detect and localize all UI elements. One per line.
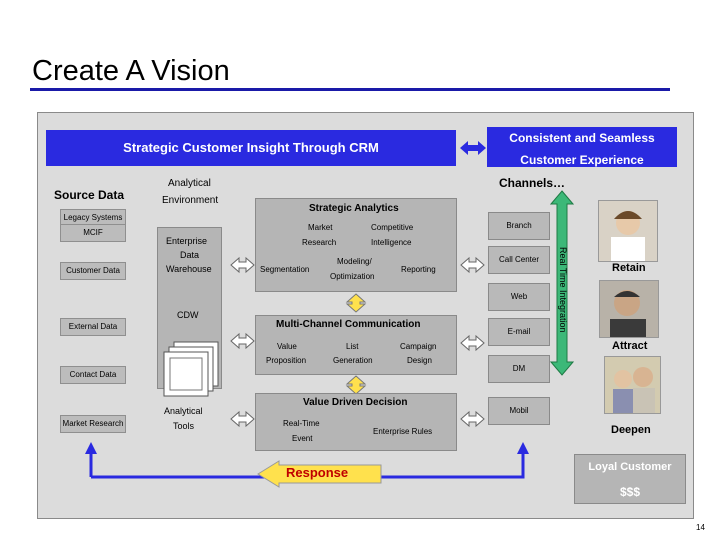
source-item-mcif: MCIF [60,224,126,242]
source-item-contact-data: Contact Data [60,366,126,384]
strategic-title: Strategic Analytics [309,203,399,214]
source-data-title: Source Data [54,188,125,202]
strategic-competitive-line2: Intelligence [371,238,412,247]
double-arrow-icon [460,256,485,274]
feedback-loop-arrow-icon [85,442,529,479]
multichannel-campaign-line2: Design [407,356,432,365]
customer-photo-icon [599,201,657,261]
consistent-line2: Customer Experience [520,153,644,167]
integration-label: Real Time Integration [558,247,568,333]
double-arrow-icon [230,256,255,274]
valuedriven-title: Value Driven Decision [303,397,408,408]
channel-branch: Branch [488,212,550,240]
strategic-market-line1: Market [308,223,333,232]
multichannel-value-line1: Value [277,342,297,351]
slide-title: Create A Vision [32,55,230,87]
source-item-market-research: Market Research [60,415,126,433]
edw-line3: Warehouse [166,264,212,274]
tools-line2: Tools [173,421,195,431]
multichannel-list-line2: Generation [333,356,373,365]
attract-photo [599,280,659,338]
channel-web: Web [488,283,550,311]
env-line2: Environment [162,195,219,206]
response-label: Response [286,465,349,480]
strategic-market-line2: Research [302,238,337,247]
loyal-customer-box: Loyal Customer $$$ [574,454,686,504]
multichannel-value-line2: Proposition [266,356,307,365]
tools-line1: Analytical [164,406,203,416]
source-item-customer-data: Customer Data [60,262,126,280]
retain-photo [598,200,658,262]
integration-arrow-icon [550,190,574,376]
strategic-reporting: Reporting [401,265,436,274]
edw-line2: Data [180,250,200,260]
strategic-competitive-line1: Competitive [371,223,414,232]
double-arrow-icon [460,334,485,352]
strategic-modeling-line1: Modeling/ [337,257,372,266]
loyal-line2: $$$ [619,485,641,499]
env-line1: Analytical [168,178,211,189]
deepen-photo [604,356,661,414]
channel-email: E-mail [488,318,550,346]
strategic-analytics-box [255,198,457,292]
strategic-segmentation: Segmentation [260,265,310,274]
consistent-experience-box: Consistent and Seamless Customer Experie… [487,127,677,167]
multichannel-title: Multi-Channel Communication [276,319,421,330]
double-arrow-vertical-icon [345,293,367,313]
valuedriven-realtime-line2: Event [292,434,313,443]
double-arrow-icon [230,410,255,428]
page-number: 14 [696,523,705,532]
deepen-label: Deepen [611,424,651,436]
strategic-modeling-line2: Optimization [330,272,375,281]
double-arrow-vertical-icon [345,375,367,395]
retain-label: Retain [612,262,646,274]
title-rule [30,88,670,91]
consistent-line1: Consistent and Seamless [509,131,655,145]
loyal-line1: Loyal Customer [588,461,672,473]
multichannel-list-line1: List [346,342,359,351]
multi-channel-box [255,315,457,375]
edw-line1: Enterprise [166,236,208,246]
customer-photo-icon [600,281,658,337]
response-arrow-icon [257,460,382,488]
valuedriven-realtime-line1: Real-Time [283,419,320,428]
customer-photo-icon [605,357,660,413]
value-driven-box [255,393,457,451]
multichannel-campaign-line1: Campaign [400,342,437,351]
strategic-insight-bar: Strategic Customer Insight Through CRM [46,130,456,166]
double-arrow-icon [460,141,486,155]
channel-dm: DM [488,355,550,383]
channel-call-center: Call Center [488,246,550,274]
channel-mobil: Mobil [488,397,550,425]
double-arrow-icon [230,332,255,350]
channels-title: Channels… [499,176,566,190]
attract-label: Attract [612,340,648,352]
double-arrow-icon [460,410,485,428]
cdw-label: CDW [177,310,199,320]
source-item-external-data: External Data [60,318,126,336]
valuedriven-rules: Enterprise Rules [373,427,433,436]
tools-icon [163,341,219,397]
